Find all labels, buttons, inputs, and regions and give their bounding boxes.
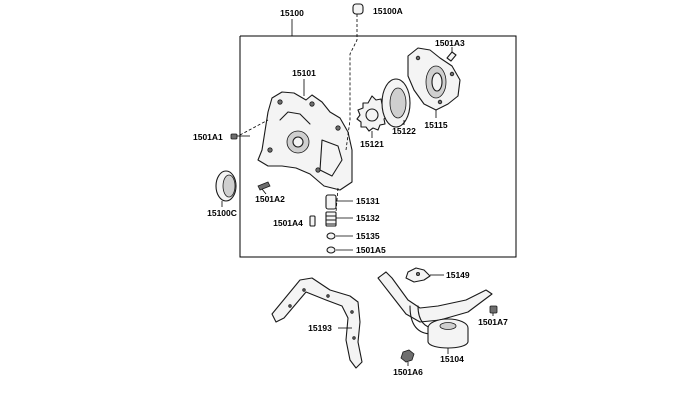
label-15104: 15104 — [440, 354, 464, 364]
pump-body-part[interactable] — [257, 79, 353, 191]
label-15100C: 15100C — [207, 208, 237, 218]
pump-cover-part[interactable] — [407, 47, 461, 118]
oil-seal-part[interactable] — [215, 170, 237, 207]
label-1501A7: 1501A7 — [478, 317, 508, 327]
label-1501A2: 1501A2 — [255, 194, 285, 204]
screw-1501a3-part[interactable] — [446, 47, 457, 62]
assembly-frame — [239, 19, 517, 258]
nut-1501a6-part[interactable] — [400, 349, 415, 366]
label-15132: 15132 — [356, 213, 380, 223]
label-15122: 15122 — [392, 126, 416, 136]
label-15131: 15131 — [356, 196, 380, 206]
relief-valve-part[interactable] — [325, 194, 353, 210]
retainer-part[interactable] — [326, 232, 353, 240]
gasket-part[interactable] — [271, 277, 363, 369]
label-15193: 15193 — [308, 323, 332, 333]
label-15149: 15149 — [446, 270, 470, 280]
bolt-1501a7-part[interactable] — [489, 305, 498, 316]
bolt-1501a1-part[interactable] — [230, 133, 250, 140]
oil-strainer-part[interactable] — [427, 318, 469, 354]
pin-1501a4-part[interactable] — [309, 215, 316, 227]
label-15121: 15121 — [360, 139, 384, 149]
label-1501A4: 1501A4 — [273, 218, 303, 228]
outer-rotor-part[interactable] — [381, 78, 411, 128]
label-15100: 15100 — [280, 8, 304, 18]
plug-part[interactable] — [345, 3, 364, 151]
label-1501A1: 1501A1 — [193, 132, 223, 142]
label-15135: 15135 — [356, 231, 380, 241]
label-1501A5: 1501A5 — [356, 245, 386, 255]
label-15115: 15115 — [424, 120, 447, 130]
snap-ring-part[interactable] — [326, 246, 353, 254]
bolt-1501a2-part[interactable] — [257, 181, 271, 195]
label-1501A6: 1501A6 — [393, 367, 423, 377]
inner-gear-part[interactable] — [356, 95, 389, 138]
label-1501A3: 1501A3 — [435, 38, 465, 48]
label-15100A: 15100A — [373, 6, 403, 16]
spring-part[interactable] — [325, 211, 353, 227]
strainer-gasket-part[interactable] — [405, 267, 444, 283]
label-15101: 15101 — [292, 68, 316, 78]
